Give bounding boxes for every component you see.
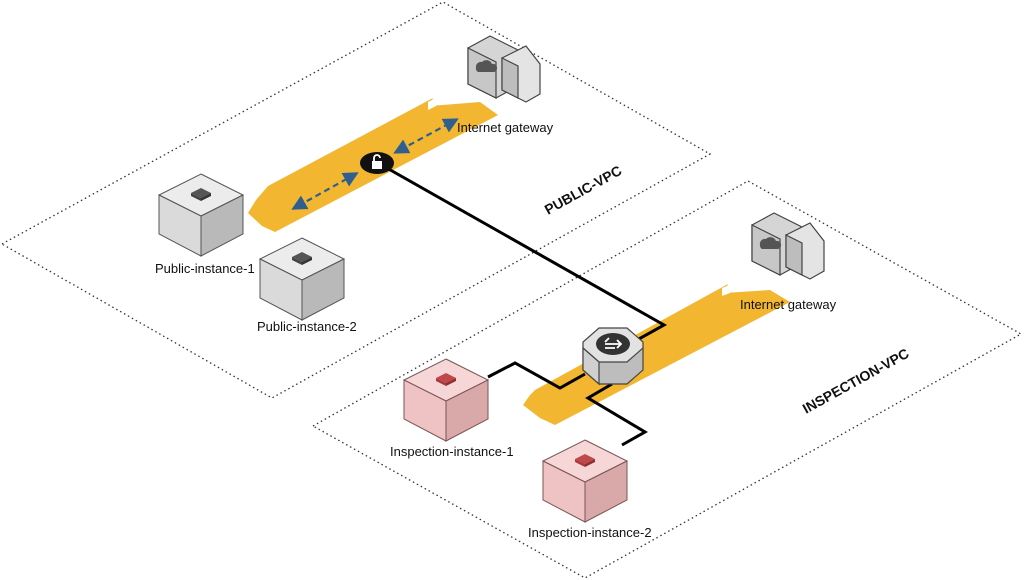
connector-firewall-to-inspection-1 xyxy=(487,361,586,390)
public-vpc-boundary xyxy=(0,1,712,399)
inspection-instance-1-label: Inspection-instance-1 xyxy=(390,444,514,459)
connector-endpoint-to-firewall xyxy=(377,161,668,347)
inspection-traffic-arrow xyxy=(523,284,790,425)
public-igw-label: Internet gateway xyxy=(457,120,554,135)
inspection-internet-gateway-icon xyxy=(751,212,825,280)
arrow-notch xyxy=(722,285,730,296)
inspection-instance-2-label: Inspection-instance-2 xyxy=(528,525,652,540)
public-instance-2-label: Public-instance-2 xyxy=(257,319,357,334)
lock-icon xyxy=(360,152,394,174)
public-instance-2-icon xyxy=(259,237,345,321)
public-instance-1-label: Public-instance-1 xyxy=(155,261,255,276)
bidirectional-arrow-left xyxy=(291,172,359,210)
firewall-icon xyxy=(582,327,644,386)
inspection-igw-label: Internet gateway xyxy=(740,297,837,312)
public-internet-gateway-icon xyxy=(467,35,541,103)
inspection-instance-1-icon xyxy=(403,358,489,442)
connector-firewall-to-inspection-2 xyxy=(585,382,648,447)
arrow-notch xyxy=(428,98,436,110)
inspection-instance-2-icon xyxy=(542,439,628,523)
public-instance-1-icon xyxy=(158,173,244,257)
inspection-vpc-label: INSPECTION-VPC xyxy=(800,345,912,417)
